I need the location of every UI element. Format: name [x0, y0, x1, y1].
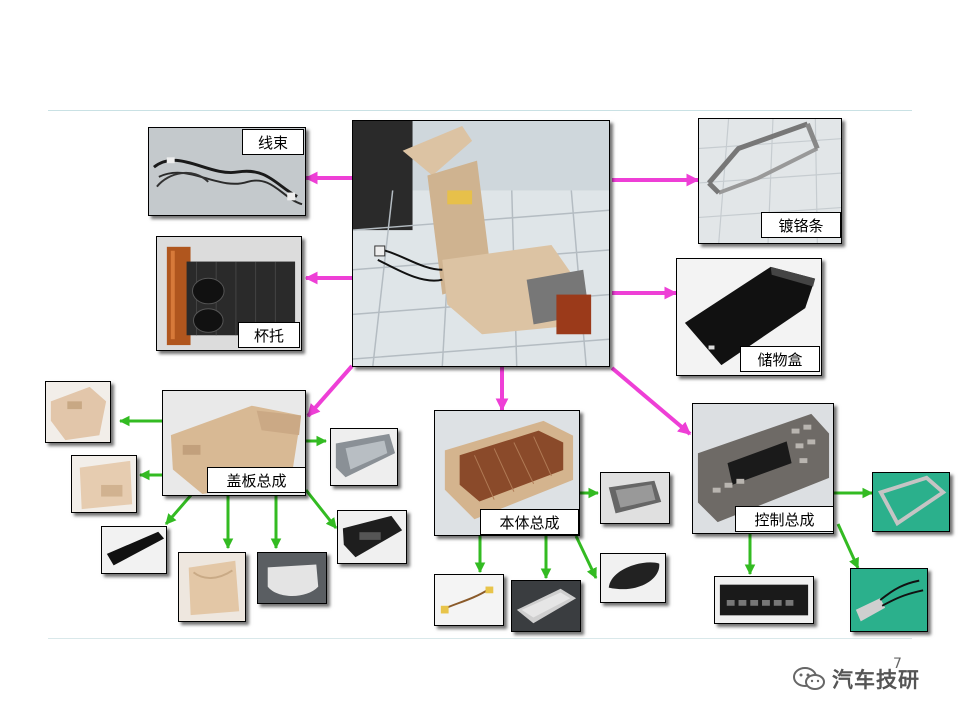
wire-harness-label: 线束: [242, 129, 304, 155]
bottom-rule: [48, 638, 912, 639]
chrome-strip-label: 镀铬条: [761, 212, 841, 238]
arrow-to-control-assembly: [610, 366, 692, 436]
slide-number: 7: [893, 656, 902, 672]
body-part-photo-3: [511, 580, 581, 632]
cover-part-photo-2: [71, 455, 137, 513]
control-assembly-label: 控制总成: [735, 506, 834, 532]
cover-part-photo-3: [330, 428, 398, 486]
body-part-photo-4: [600, 553, 666, 603]
center-console-photo: [352, 120, 610, 367]
control-part-photo-2: [714, 576, 814, 624]
cover-assembly-label: 盖板总成: [207, 467, 306, 493]
body-part-photo-1: [600, 472, 670, 524]
top-rule: [48, 110, 912, 111]
control-part-photo-1: [872, 472, 950, 532]
watermark: 汽车技研: [792, 664, 920, 694]
cover-part-photo-5: [178, 552, 246, 622]
body-part-photo-2: [434, 574, 504, 626]
watermark-text: 汽车技研: [832, 668, 920, 692]
storage-box-label: 储物盒: [740, 346, 820, 372]
control-part-photo-3: [850, 568, 928, 632]
body-assembly-label: 本体总成: [480, 509, 579, 535]
arrow-to-cover-assembly: [306, 364, 354, 418]
cover-part-photo-7: [337, 510, 407, 564]
cover-part-photo-1: [45, 381, 111, 443]
cup-holder-label: 杯托: [238, 322, 300, 348]
wechat-icon: [793, 667, 825, 690]
cover-part-photo-6: [257, 552, 327, 604]
cover-part-photo-4: [101, 526, 167, 574]
